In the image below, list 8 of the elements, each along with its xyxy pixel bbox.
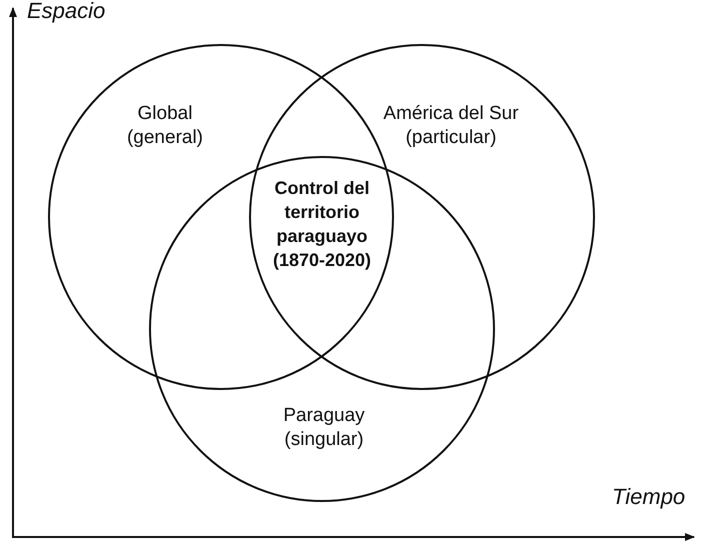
venn-circle bbox=[249, 44, 595, 390]
axis-label: Tiempo bbox=[612, 484, 686, 510]
intersection-label: Control del territorio paraguayo (1870-2020) bbox=[272, 177, 372, 272]
axis-label: Espacio bbox=[27, 0, 106, 24]
circle-label: Paraguay (singular) bbox=[282, 404, 366, 452]
circle-label: Global (general) bbox=[126, 102, 204, 150]
circle-label: América del Sur (particular) bbox=[382, 102, 520, 150]
venn-circle bbox=[149, 156, 495, 502]
